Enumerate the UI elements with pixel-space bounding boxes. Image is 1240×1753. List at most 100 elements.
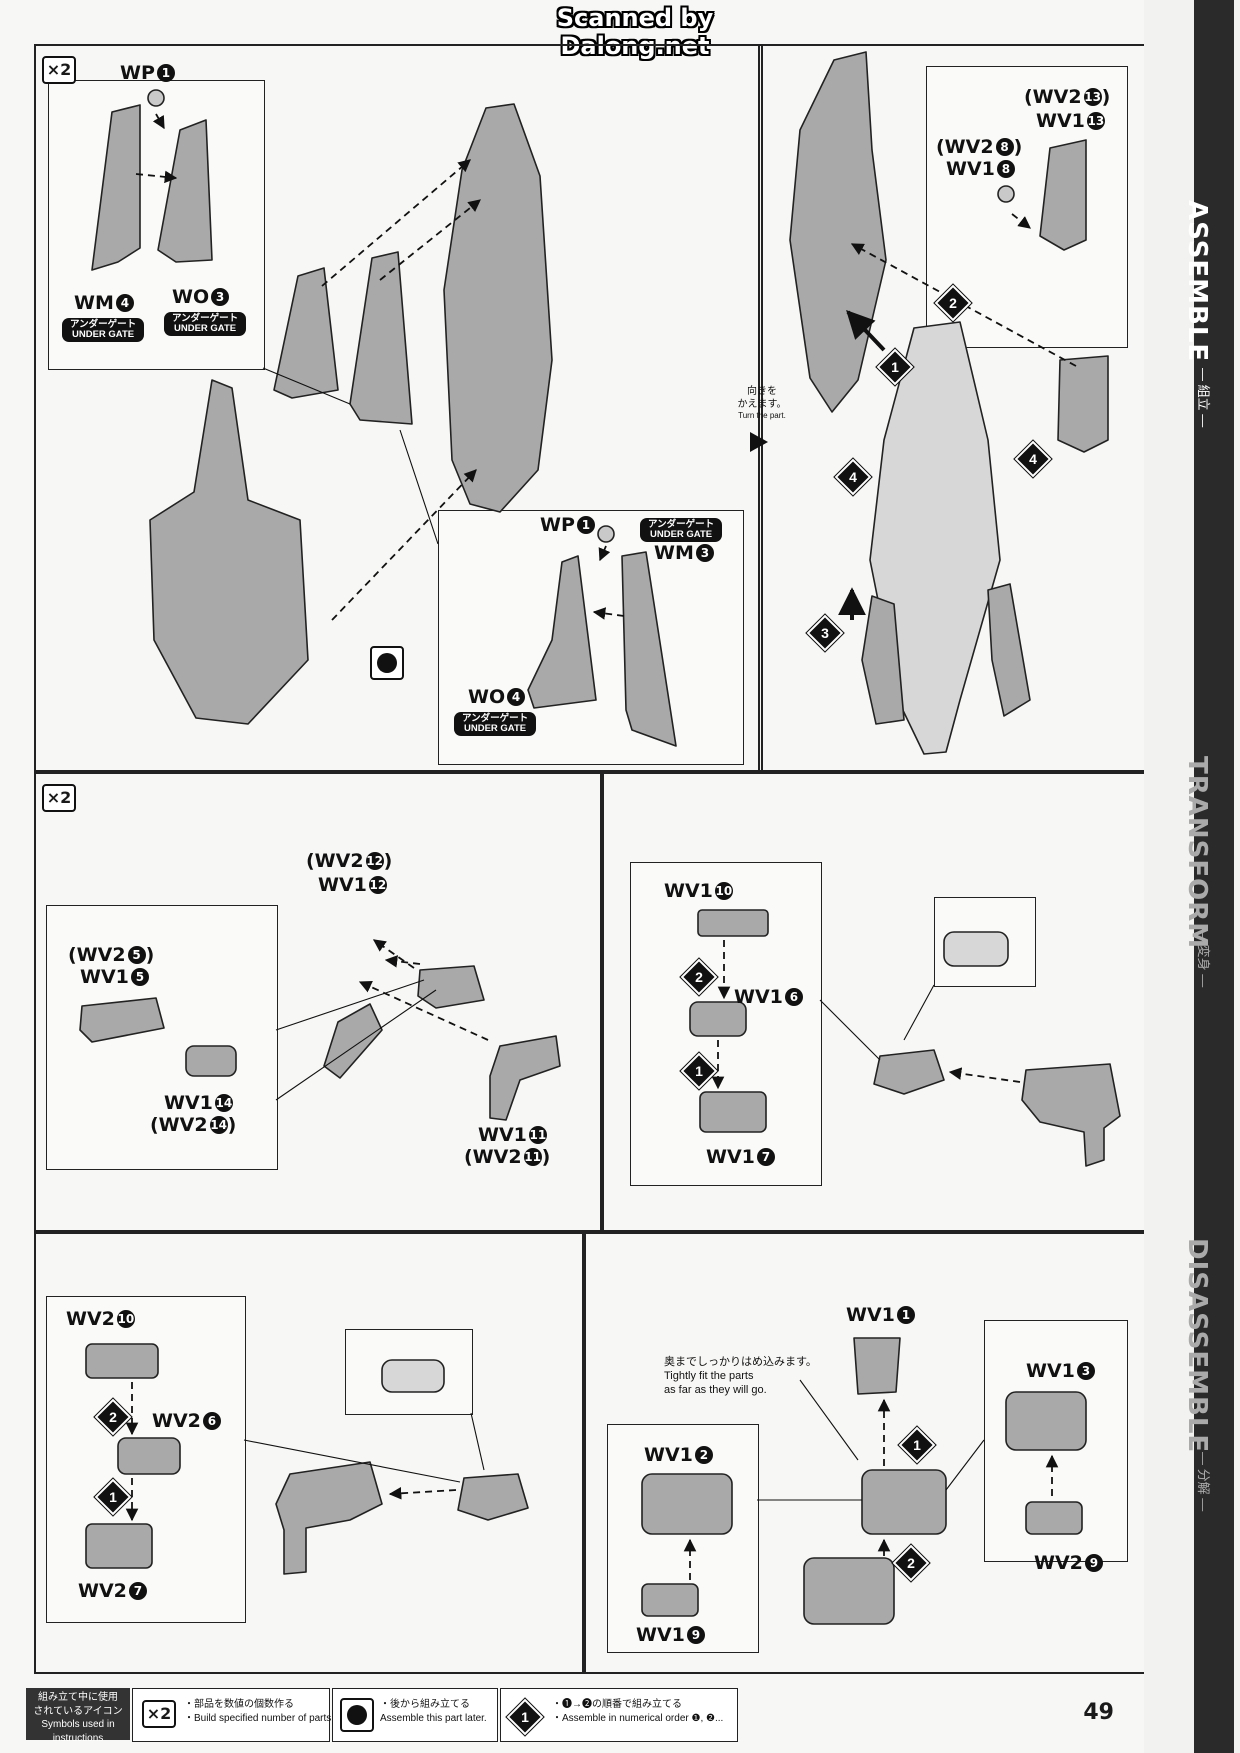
turn-arrow-triangle — [750, 432, 768, 452]
binder-lower-ghost — [869, 321, 1001, 755]
part-wv1-10 — [697, 909, 769, 937]
step-panel-3 — [34, 770, 604, 1234]
part-wv2-7 — [85, 1523, 153, 1569]
part-wv1-9 — [641, 1583, 699, 1617]
step-panel-5 — [34, 1230, 586, 1674]
legend-heading: 組み立て中に使用 されているアイコン Symbols used in instr… — [26, 1688, 130, 1744]
scan-credit: Scanned by Dalong.net — [556, 4, 714, 60]
multiplier-badge-step3: ×2 — [42, 784, 76, 812]
part-wv1-12 — [323, 1003, 383, 1079]
wing-loose-b — [349, 251, 413, 425]
wing-plate-wm3 — [621, 551, 677, 747]
part-wv1-6 — [689, 1001, 747, 1037]
polycap-wv1-8 — [997, 185, 1015, 203]
joint-center-panel6 — [861, 1469, 947, 1535]
legend-multiplier-text: ・部品を数値の個数作る ・Build specified number of p… — [184, 1699, 335, 1724]
wing-right-panel2 — [987, 583, 1031, 717]
binder-main — [443, 103, 553, 513]
wing-frame-wo4 — [527, 555, 597, 709]
binder-upper — [789, 51, 887, 413]
part-wv2-10 — [85, 1343, 159, 1379]
part-wv1-1 — [853, 1337, 901, 1395]
part-elbow-panel4 — [1021, 1063, 1121, 1167]
polycap-wp1-b — [597, 525, 615, 543]
part-wv1-14 — [185, 1045, 237, 1077]
section-sidebar — [1144, 0, 1240, 1753]
part-wv2-9 — [1025, 1501, 1083, 1535]
section-label-assemble-jp: — 組立 — — [1196, 368, 1211, 428]
polycap-wp1 — [147, 89, 165, 107]
wing-frame-wo3 — [157, 119, 213, 263]
part-wv2-6 — [117, 1437, 181, 1475]
section-label-disassemble: DISASSEMBLE — [1182, 1238, 1212, 1454]
legend-order-text: ・❶→❷の順番で組み立てる ・Assemble in numerical ord… — [552, 1699, 724, 1724]
legend-box-later — [332, 1688, 498, 1742]
page-number: 49 — [1083, 1700, 1114, 1725]
section-label-transform: TRANSFORM — [1182, 756, 1212, 950]
step-panel-1 — [34, 44, 763, 774]
legend-later-icon — [340, 1698, 374, 1732]
wing-left-panel2 — [861, 595, 905, 725]
wing-plate-wm4 — [91, 104, 141, 271]
part-wv1-3 — [1005, 1391, 1087, 1451]
joint-connector-panel3 — [417, 965, 485, 1009]
part-elbow-panel5 — [275, 1461, 383, 1575]
multiplier-badge-step1: ×2 — [42, 56, 76, 84]
part-wv1-15 — [79, 997, 165, 1043]
section-sidebar-band — [1194, 0, 1234, 1753]
section-label-assemble: ASSEMBLE — [1182, 200, 1212, 363]
turn-part-note: 向きを かえます。 Turn the part. — [737, 386, 787, 420]
joint-lower-panel6 — [803, 1557, 895, 1625]
legend-later-text: ・後から組み立てる Assemble this part later. — [380, 1699, 487, 1724]
assemble-later-icon — [370, 646, 404, 680]
detail-hinge-panel5 — [381, 1359, 445, 1393]
tight-fit-note: 奥までしっかりはめ込みます。 Tightly fit the parts as … — [664, 1356, 817, 1396]
section-label-disassemble-jp: — 分解 — — [1196, 1452, 1211, 1512]
part-wv1-13 — [1039, 139, 1087, 251]
part-wv1-11 — [489, 1035, 561, 1121]
part-wv1-2 — [641, 1473, 733, 1535]
inset-box-joint-a — [46, 905, 278, 1170]
joint-assembled-panel4 — [873, 1049, 945, 1095]
part-wv1-13-placed — [1057, 355, 1109, 453]
section-label-transform-jp: — 変身 — — [1196, 928, 1211, 988]
joint-assembled-panel5 — [457, 1473, 529, 1521]
legend-multiplier-icon: ×2 — [142, 1700, 176, 1728]
detail-hinge-panel4 — [943, 931, 1009, 967]
binder-assembled — [149, 379, 309, 725]
